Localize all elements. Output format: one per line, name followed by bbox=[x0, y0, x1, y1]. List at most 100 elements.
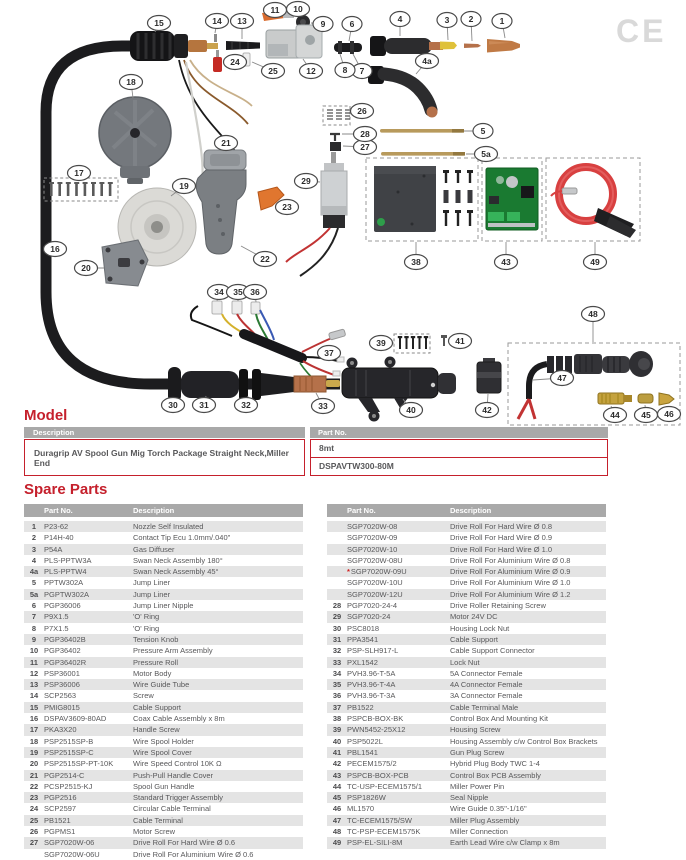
description-cell: Miller Plug Assembly bbox=[450, 815, 520, 825]
callout-17: 17 bbox=[66, 164, 92, 182]
wire-speed-control-bracket bbox=[101, 239, 149, 287]
svg-text:41: 41 bbox=[455, 336, 465, 346]
svg-text:3: 3 bbox=[445, 15, 450, 25]
svg-text:14: 14 bbox=[212, 16, 222, 26]
item-number: 21 bbox=[29, 770, 39, 780]
description-cell: Drive Roll For Hard Wire Ø 0.6 bbox=[133, 838, 236, 848]
svg-text:46: 46 bbox=[664, 409, 674, 419]
description-cell: Pressure Roll bbox=[133, 657, 179, 667]
item-number: 26 bbox=[29, 827, 39, 837]
item-number: 5 bbox=[31, 578, 37, 588]
part-number-cell: SGP7020W-08U bbox=[347, 555, 403, 565]
part-number-cell: PVH3.96-T-4A bbox=[347, 680, 396, 690]
part-number-cell: PB1522 bbox=[347, 702, 374, 712]
callout-47: 47 bbox=[549, 369, 575, 387]
description-cell: Drive Roll For Aluminium Wire Ø 0.6 bbox=[133, 849, 254, 859]
housing-screws-box bbox=[393, 333, 431, 354]
item-number: 37 bbox=[332, 702, 342, 712]
model-part-no-cell: 8mt bbox=[310, 439, 608, 458]
callout-6: 6 bbox=[341, 15, 363, 33]
svg-text:33: 33 bbox=[318, 401, 328, 411]
item-number: 15 bbox=[29, 702, 39, 712]
jump-liner-nipple bbox=[334, 41, 362, 54]
svg-text:39: 39 bbox=[376, 338, 386, 348]
description-cell: Drive Roll For Aluminium Wire Ø 1.0 bbox=[450, 578, 571, 588]
item-number bbox=[24, 849, 44, 860]
part-number-cell: PGP36006 bbox=[44, 601, 81, 611]
svg-text:23: 23 bbox=[282, 202, 292, 212]
pcb-assembly bbox=[481, 157, 543, 242]
svg-text:17: 17 bbox=[74, 168, 84, 178]
part-number-cell: PSP-EL-SILI-8M bbox=[347, 838, 403, 848]
part-number-cell: SGP7020-24 bbox=[347, 612, 391, 622]
item-number: 20 bbox=[29, 759, 39, 769]
callout-36: 36 bbox=[242, 283, 268, 301]
description-cell: 5A Connector Female bbox=[450, 668, 523, 678]
part-number-cell: PSC8018 bbox=[347, 623, 380, 633]
callout-4a: 4a bbox=[414, 52, 440, 70]
svg-text:19: 19 bbox=[179, 181, 189, 191]
callout-25: 25 bbox=[260, 62, 286, 80]
callout-45: 45 bbox=[633, 406, 659, 424]
item-number: 35 bbox=[332, 680, 342, 690]
svg-text:42: 42 bbox=[482, 405, 492, 415]
svg-text:4: 4 bbox=[398, 14, 403, 24]
torch-neck-group bbox=[130, 31, 260, 61]
description-cell: Standard Trigger Assembly bbox=[133, 793, 224, 803]
item-number: 12 bbox=[29, 668, 39, 678]
description-cell: Earth Lead Wire c/w Clamp x 8m bbox=[450, 838, 560, 848]
part-number-cell: PKA3X20 bbox=[44, 725, 77, 735]
item-number: 34 bbox=[332, 668, 342, 678]
callout-9: 9 bbox=[312, 15, 334, 33]
handle-cover bbox=[203, 149, 247, 171]
description-cell: Jump Liner bbox=[133, 578, 171, 588]
description-cell: Drive Roller Retaining Screw bbox=[450, 601, 546, 611]
callout-3: 3 bbox=[436, 11, 458, 29]
nozzle bbox=[487, 39, 520, 53]
part-number-cell: PGP36402R bbox=[44, 657, 87, 667]
table-row: SGP7020W-10U Drive Roll For Aluminium Wir… bbox=[327, 577, 606, 588]
part-number-cell: SGP7020W-10U bbox=[347, 578, 403, 588]
part-number-cell: DSPAV3609-80AD bbox=[44, 714, 107, 724]
description-cell: Handle Screw bbox=[133, 725, 180, 735]
model-col-description: Description bbox=[24, 427, 305, 438]
connector-wires bbox=[189, 300, 346, 384]
part-number-cell: PSP2515SP-B bbox=[44, 736, 94, 746]
callout-41: 41 bbox=[447, 332, 473, 350]
model-heading: Model bbox=[24, 407, 68, 424]
svg-text:25: 25 bbox=[268, 66, 278, 76]
svg-text:8: 8 bbox=[343, 65, 348, 75]
callout-12: 12 bbox=[298, 62, 324, 80]
callout-43: 43 bbox=[493, 253, 519, 271]
description-cell: Jump Liner bbox=[133, 589, 171, 599]
col-description: Description bbox=[450, 506, 492, 515]
description-cell: Miller Connection bbox=[450, 827, 508, 837]
svg-text:48: 48 bbox=[588, 309, 598, 319]
part-number-cell: SCP2563 bbox=[44, 691, 77, 701]
callout-1: 1 bbox=[491, 12, 513, 30]
callout-44: 44 bbox=[602, 406, 628, 424]
item-number bbox=[327, 544, 347, 555]
item-number: 2 bbox=[31, 533, 37, 543]
callout-19: 19 bbox=[171, 177, 197, 195]
svg-text:1: 1 bbox=[500, 16, 505, 26]
